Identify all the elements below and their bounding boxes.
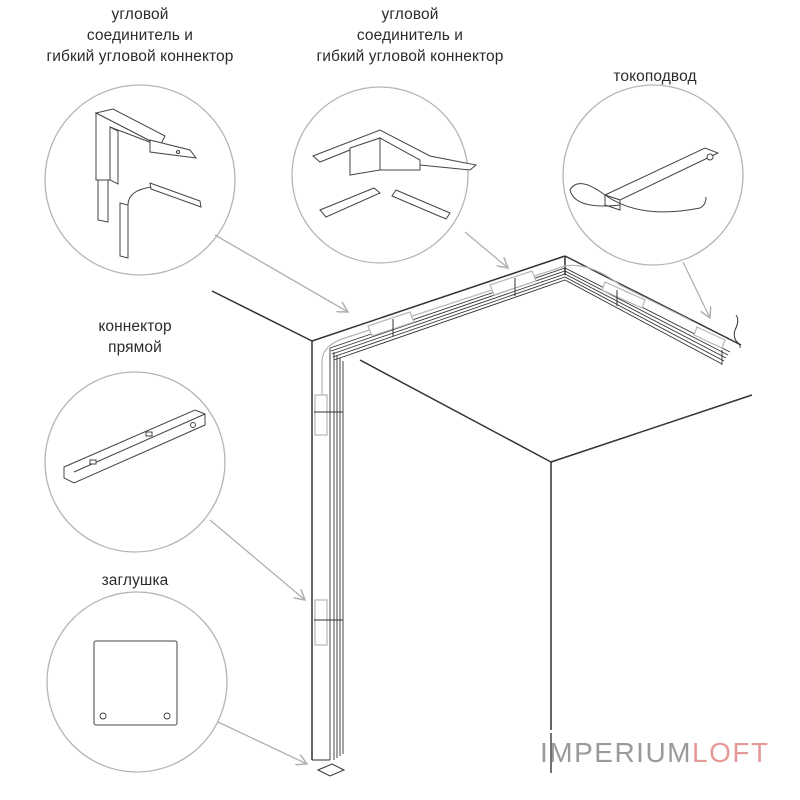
callout-label-power-feed: токоподвод: [575, 66, 735, 87]
connector-ceiling-3: [601, 281, 646, 309]
arrow-to-end-cap: [217, 721, 307, 764]
connector-ceiling-2: [489, 270, 537, 296]
straight-connector-illustration: [63, 409, 206, 484]
corner-connector-left-illustration: [94, 108, 202, 259]
callout-circles: [44, 84, 744, 773]
label-line: соединитель и: [356, 27, 464, 44]
arrow-to-straight-connector: [209, 519, 305, 600]
callout-arrows: [209, 231, 710, 764]
brand-logo: IMPERIUMLOFT: [540, 737, 770, 769]
end-cap-piece: [316, 763, 346, 777]
arrow-to-power-feed: [682, 261, 710, 318]
callout-label-end-cap: заглушка: [70, 570, 200, 591]
circle-corner-connector-left: [44, 84, 236, 276]
flex-connector-path: [321, 264, 691, 395]
arrow-to-corner-top: [464, 231, 508, 268]
label-line: токоподвод: [613, 68, 697, 85]
circle-straight-connector: [44, 371, 226, 553]
connector-vertical-bottom: [314, 599, 328, 646]
circle-end-cap: [46, 591, 228, 773]
power-feed-on-track: [693, 326, 726, 349]
brand-name-part1: IMPERIUM: [540, 737, 692, 768]
power-feed-illustration: [569, 147, 720, 213]
track-joints: [314, 278, 618, 621]
label-line: соединитель и: [86, 27, 194, 44]
callout-label-corner-connector-top: угловой соединитель и гибкий угловой кон…: [300, 4, 520, 67]
label-line: заглушка: [101, 572, 169, 589]
label-line: гибкий угловой коннектор: [46, 48, 234, 65]
callout-label-corner-connector-left: угловой соединитель и гибкий угловой кон…: [40, 4, 240, 67]
circle-corner-connector-top: [291, 86, 469, 264]
arrow-to-corner-left: [214, 234, 348, 312]
label-line: прямой: [108, 339, 162, 356]
brand-name-part2: LOFT: [692, 737, 770, 768]
connector-ceiling-1: [367, 311, 415, 337]
label-line: угловой: [111, 6, 169, 23]
track-profile: [329, 267, 741, 365]
track-connectors: [314, 270, 726, 646]
circle-power-feed: [562, 84, 744, 266]
connector-vertical-top: [314, 394, 328, 436]
callout-label-straight-connector: коннектор прямой: [60, 316, 210, 358]
corner-connector-top-illustration: [312, 129, 478, 220]
label-line: коннектор: [98, 318, 172, 335]
label-line: гибкий угловой коннектор: [316, 48, 504, 65]
room-outline: [211, 255, 753, 760]
end-cap-illustration: [93, 640, 178, 726]
label-line: угловой: [381, 6, 439, 23]
vertical-track-profile: [312, 348, 344, 761]
power-cable: [733, 314, 742, 346]
